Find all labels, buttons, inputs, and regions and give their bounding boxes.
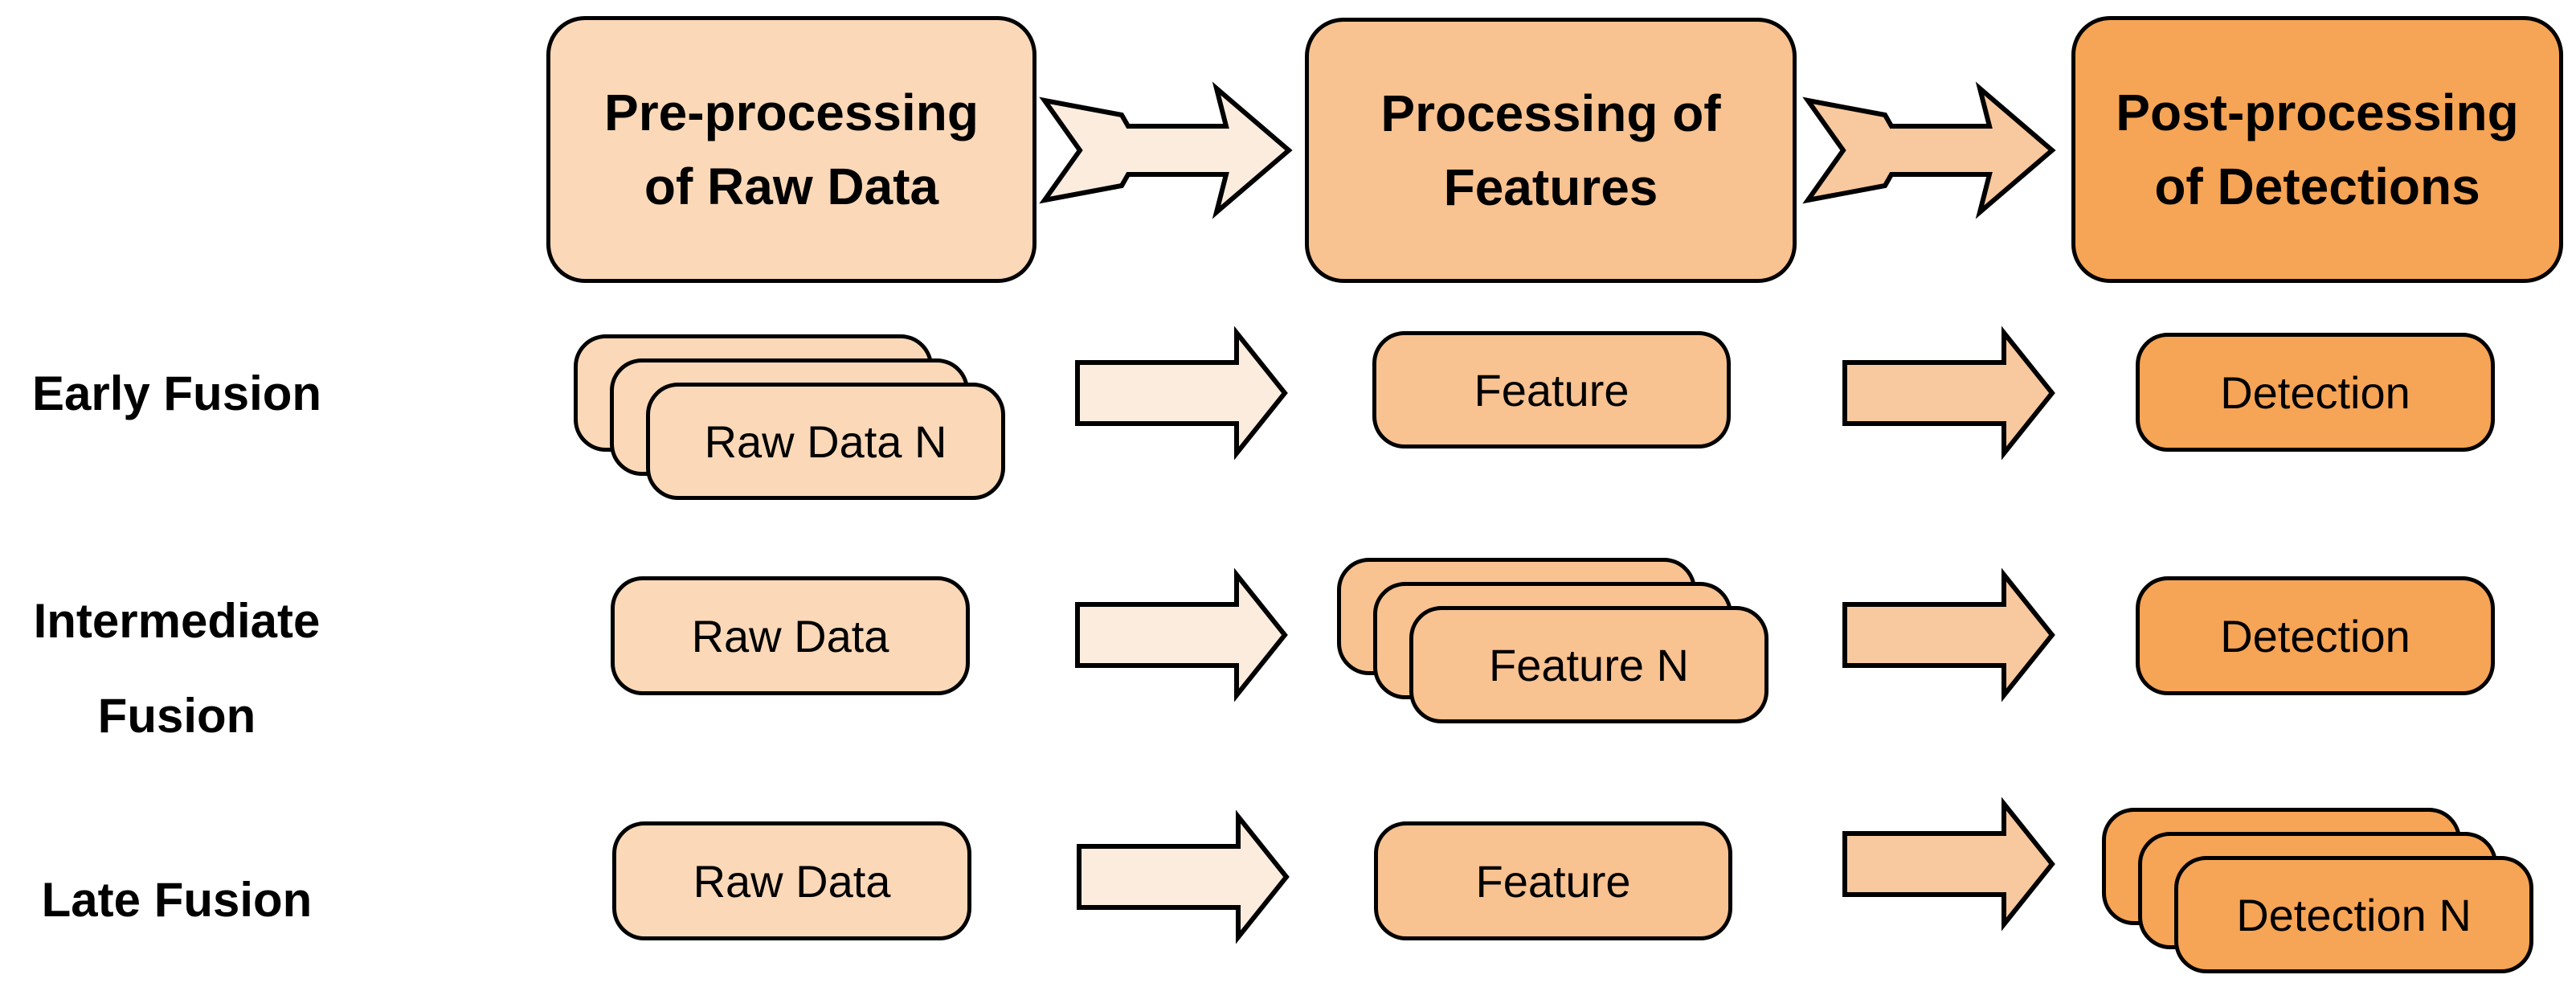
feature-box: Feature N <box>1409 606 1768 723</box>
raw-data-stack: Raw Data N <box>574 334 1005 500</box>
stage-label-postprocessing: Post-processing of Detections <box>2116 84 2519 215</box>
detection-box: Detection N <box>2174 856 2533 973</box>
arrow-right-icon <box>1077 809 1290 944</box>
arrow-right-icon <box>1039 81 1293 219</box>
stage-box-processing: Processing of Features <box>1305 18 1797 283</box>
feature-box: Feature <box>1372 331 1731 448</box>
arrow-right-icon <box>1842 797 2055 932</box>
stage-label-processing: Processing of Features <box>1380 84 1721 216</box>
header-arrow-right-icon <box>1039 81 1293 219</box>
flow-arrow-right-icon <box>1077 809 1290 944</box>
stage-box-preprocessing: Pre-processing of Raw Data <box>546 16 1037 283</box>
flow-arrow-right-icon <box>1075 567 1288 702</box>
detection-box: Detection <box>2136 576 2495 695</box>
feature-stack: Feature N <box>1337 558 1768 723</box>
flow-arrow-right-icon <box>1842 326 2055 461</box>
feature-box: Feature <box>1374 821 1732 940</box>
row-label-early-fusion: Early Fusion <box>31 367 322 420</box>
arrow-right-icon <box>1802 81 2056 219</box>
arrow-right-icon <box>1842 567 2055 702</box>
flow-arrow-right-icon <box>1075 326 1288 461</box>
arrow-right-icon <box>1842 326 2055 461</box>
header-arrow-right-icon <box>1802 81 2056 219</box>
raw-data-box: Raw Data <box>612 821 971 940</box>
flow-arrow-right-icon <box>1842 567 2055 702</box>
raw-data-box: Raw Data <box>611 576 970 695</box>
raw-data-box: Raw Data N <box>646 383 1005 500</box>
row-label-late-fusion: Late Fusion <box>41 873 313 927</box>
detection-stack: Detection N <box>2102 808 2533 973</box>
stage-box-postprocessing: Post-processing of Detections <box>2071 16 2563 283</box>
detection-box: Detection <box>2136 333 2495 452</box>
stage-label-preprocessing: Pre-processing of Raw Data <box>604 84 979 215</box>
arrow-right-icon <box>1075 326 1288 461</box>
flow-arrow-right-icon <box>1842 797 2055 932</box>
arrow-right-icon <box>1075 567 1288 702</box>
row-label-intermediate-fusion: Intermediate Fusion <box>33 594 321 743</box>
